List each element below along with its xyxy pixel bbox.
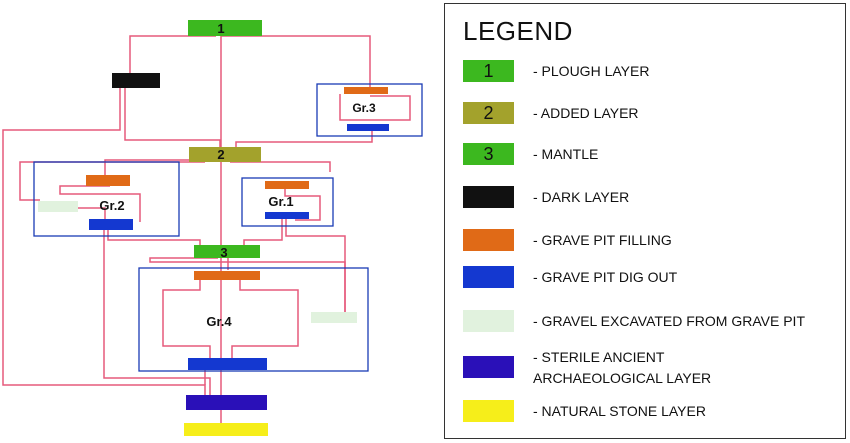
legend-desc: - ADDED LAYER [533,105,639,121]
legend-swatch: 2 [463,102,514,124]
group-frame-gr3 [316,83,423,137]
group-frame-gr2 [33,161,180,237]
legend-swatch [463,229,514,251]
line-gr2-sterile [103,230,211,396]
dark-layer-block [112,73,160,88]
line-gr2-inner [59,185,141,222]
line-dark-outer [2,88,206,396]
legend-desc: - GRAVE PIT FILLING [533,232,672,248]
layer-1-label: 1 [217,21,224,36]
gr2-gravel [38,201,78,212]
line-gr4-left [162,280,211,358]
legend-desc: - DARK LAYER [533,189,630,205]
legend-desc: - NATURAL STONE LAYER [533,403,706,419]
gr1-label: Gr.1 [268,194,293,209]
sterile-layer-block [186,395,267,410]
line-gr3-inner [339,94,411,121]
legend-swatch [463,310,514,332]
gr1-pit-dig-out [265,212,309,219]
line-gr1-gravel [285,218,346,312]
legend-desc: - GRAVE PIT DIG OUT [533,269,678,285]
line-3-gravel [149,257,346,312]
group-frame-gr4 [138,267,369,372]
line-1-gr3 [221,35,371,88]
legend-swatch [463,186,514,208]
layer-3-label: 3 [220,245,227,260]
gr2-pit-dig-out [89,219,133,230]
layer-1-block [188,20,262,36]
line-gr1-inner [284,188,321,221]
line-1-dark [129,35,216,80]
gr3-label: Gr.3 [352,101,376,115]
legend-panel: LEGEND 1 - PLOUGH LAYER 2 - ADDED LAYER … [444,3,846,439]
legend-swatch: 3 [463,143,514,165]
legend-swatch [463,400,514,422]
gr2-label: Gr.2 [99,198,124,213]
layer-3-block [194,245,260,258]
line-dark-2 [124,88,221,150]
line-gr2-3 [107,228,201,246]
line-2-gr2 [104,159,200,176]
line-gr4-right [231,280,299,358]
stratigraphy-diagram: 1 2 3 Gr.3 Gr.2 Gr.1 Gr.4 [2,20,423,436]
gr3-pit-filling [344,87,388,94]
line-gr2-gravel [78,207,106,220]
gr1-pit-filling [265,181,309,189]
layer-2-block [189,147,261,162]
legend-desc: - STERILE ANCIENT ARCHAEOLOGICAL LAYER [533,349,712,386]
legend-title: LEGEND [463,16,573,46]
legend-desc: - PLOUGH LAYER [533,63,650,79]
natural-stone-block [184,423,268,436]
gr3-pit-dig-out [347,124,389,131]
gr2-pit-filling [86,175,130,186]
gr4-gravel [311,312,357,323]
legend-swatch [463,356,514,378]
diagram-canvas: 1 2 3 Gr.3 Gr.2 Gr.1 Gr.4 [2,20,423,436]
legend-desc: - MANTLE [533,146,599,162]
layer-2-label: 2 [217,147,224,162]
group-frame-gr1 [241,177,334,227]
gr4-label: Gr.4 [206,314,232,329]
gr4-pit-filling [194,271,260,280]
line-2-gr1 [230,161,331,172]
legend-swatch [463,266,514,288]
legend-desc: - GRAVEL EXCAVATED FROM GRAVE PIT [533,313,806,329]
line-gr1-3 [243,218,283,246]
connection-lines [2,28,411,432]
gr4-pit-dig-out [188,358,267,370]
legend-swatch: 1 [463,60,514,82]
